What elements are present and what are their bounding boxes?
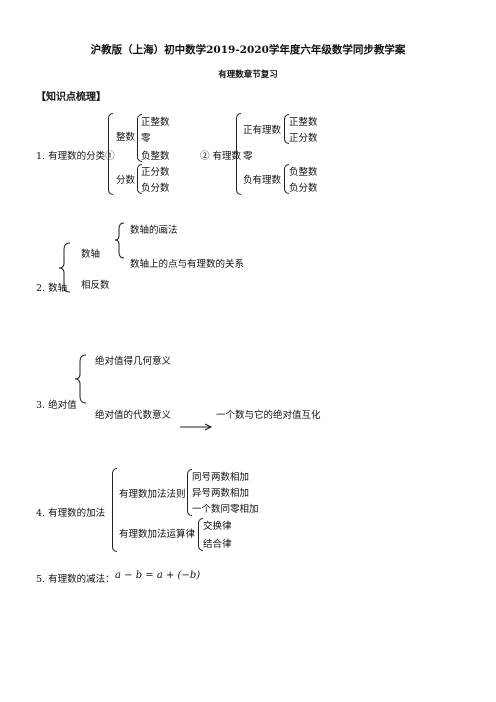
s1-b-pos-frac: 正分数: [289, 133, 318, 144]
s1-pos-rat: 正有理数: [243, 125, 282, 136]
s4-same-sign: 同号两数相加: [192, 472, 250, 483]
s1-integer: 整数: [116, 132, 136, 143]
s2-label: 2. 数轴: [36, 283, 68, 294]
s4-diff-sign: 异号两数相加: [192, 488, 250, 499]
s1-brace-pos-rat: [284, 114, 289, 144]
s4-rule: 有理数加法法则: [119, 489, 186, 500]
s2-axis: 数轴: [81, 249, 101, 260]
s1-label2: ② 有理数: [200, 151, 242, 162]
s1-neg-rat: 负有理数: [243, 175, 282, 186]
s1-brace-main2: [236, 113, 241, 195]
s1-pos-frac: 正分数: [141, 167, 170, 178]
s1-brace-main: [108, 113, 113, 195]
s4-associative: 结合律: [203, 539, 232, 550]
s1-zero2: 零: [243, 151, 253, 162]
s1-brace-integer: [137, 114, 142, 162]
s4-commutative: 交换律: [203, 521, 232, 532]
s1-fraction: 分数: [116, 175, 136, 186]
s2-opposite: 相反数: [81, 280, 110, 291]
s4-brace-rule: [187, 469, 192, 516]
s1-b-neg-int: 负整数: [289, 167, 318, 178]
s3-mutual: 一个数与它的绝对值互化: [216, 410, 321, 421]
s3-label: 3. 绝对值: [36, 400, 77, 411]
s1-brace-neg-rat: [284, 164, 289, 194]
s4-with-zero: 一个数同零相加: [192, 504, 259, 515]
s1-label: 1. 有理数的分类①: [36, 151, 115, 162]
s2-drawing: 数轴的画法: [130, 225, 178, 236]
s1-brace-fraction: [137, 164, 142, 194]
section-heading: 【知识点梳理】: [36, 92, 106, 103]
s1-pos-int: 正整数: [141, 117, 170, 128]
s4-laws: 有理数加法运算律: [119, 529, 196, 540]
s4-label: 4. 有理数的加法: [36, 508, 106, 519]
document-subtitle: 有理数章节复习: [218, 70, 278, 80]
s1-neg-int: 负整数: [141, 151, 170, 162]
s1-zero: 零: [141, 133, 151, 144]
s4-brace-laws: [198, 518, 203, 551]
s2-relation: 数轴上的点与有理数的关系: [130, 259, 245, 270]
document-title: 沪教版（上海）初中数学2019-2020学年度六年级数学同步教学案: [90, 44, 406, 56]
s5-label: 5. 有理数的减法：: [36, 574, 115, 585]
s4-brace-main: [112, 468, 117, 552]
s1-b-neg-frac: 负分数: [289, 183, 318, 194]
s1-neg-frac: 负分数: [141, 183, 170, 194]
s5-formula: a − b = a + (−b): [115, 570, 201, 581]
s3-geometric: 绝对值得几何意义: [95, 356, 172, 367]
s3-algebraic: 绝对值的代数意义: [95, 410, 172, 421]
s1-b-pos-int: 正整数: [289, 117, 318, 128]
